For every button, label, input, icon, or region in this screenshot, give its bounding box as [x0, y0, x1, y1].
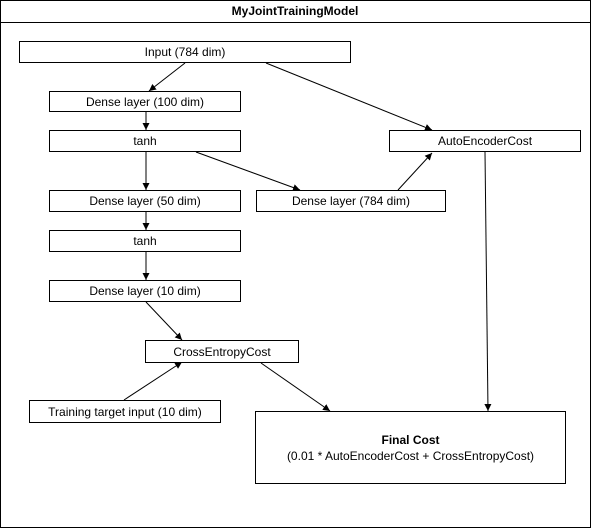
node-tanh-2: tanh [49, 230, 241, 252]
edge-autoencoder-final [484, 151, 492, 412]
edge-input-dense100 [148, 62, 186, 92]
edge-crossentropy-final [260, 362, 331, 412]
edge-target-crossentropy [123, 361, 183, 401]
edge-dense10-crossentropy [145, 301, 183, 341]
node-dense-100: Dense layer (100 dim) [49, 91, 241, 112]
final-cost-title: Final Cost [381, 432, 440, 447]
final-cost-formula: (0.01 * AutoEncoderCost + CrossEntropyCo… [286, 448, 535, 463]
node-dense-10: Dense layer (10 dim) [49, 280, 241, 302]
node-dense-50: Dense layer (50 dim) [49, 190, 241, 212]
edge-dense784-autoencoder [397, 152, 433, 191]
diagram-title: MyJointTrainingModel [231, 4, 359, 18]
node-tanh-1: tanh [49, 130, 241, 152]
node-training-target-input: Training target input (10 dim) [29, 400, 221, 423]
node-crossentropy-cost: CrossEntropyCost [145, 340, 299, 363]
edge-input-autoencoder [265, 62, 433, 131]
node-final-cost: Final Cost (0.01 * AutoEncoderCost + Cro… [255, 411, 566, 484]
node-dense-784: Dense layer (784 dim) [256, 190, 446, 212]
node-input: Input (784 dim) [19, 41, 351, 63]
edge-tanh1-dense784 [195, 151, 301, 191]
node-autoencoder-cost: AutoEncoderCost [389, 130, 581, 152]
